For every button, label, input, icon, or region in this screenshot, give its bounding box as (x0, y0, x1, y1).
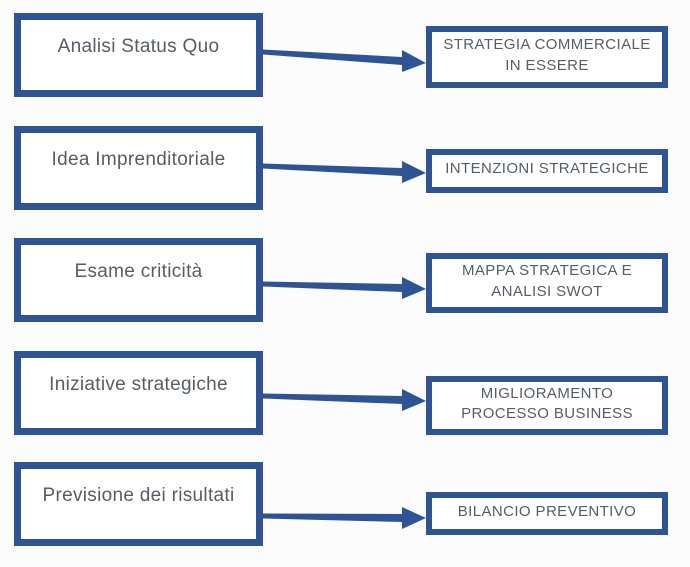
output-box-miglioramento-processo: MIGLIORAMENTO PROCESSO BUSINESS (426, 376, 668, 435)
arrow-row-1 (263, 49, 426, 72)
phase-box-esame-criticita: Esame criticità (14, 238, 263, 322)
phase-label: Previsione dei risultati (42, 485, 235, 506)
output-label-line: PROCESSO BUSINESS (461, 405, 633, 422)
output-label-line: IN ESSERE (505, 56, 589, 74)
output-label-line: STRATEGIA COMMERCIALE (443, 36, 651, 54)
arrow-row-2 (263, 161, 426, 183)
phase-label: Esame criticità (74, 261, 203, 282)
output-box-strategia-commerciale: STRATEGIA COMMERCIALE IN ESSERE (426, 26, 668, 88)
phase-label: Idea Imprenditoriale (51, 149, 226, 170)
phase-label: Analisi Status Quo (57, 36, 220, 57)
output-label-line: MAPPA STRATEGICA E (461, 262, 633, 280)
phase-box-iniziative-strategiche: Iniziative strategiche (14, 351, 263, 435)
phase-label: Iniziative strategiche (49, 374, 228, 395)
output-label-line: INTENZIONI STRATEGICHE (445, 160, 649, 178)
phase-box-analisi-status-quo: Analisi Status Quo (14, 13, 263, 97)
output-box-mappa-strategica-swot: MAPPA STRATEGICA E ANALISI SWOT (426, 253, 668, 313)
arrow-row-5 (263, 507, 426, 529)
output-box-bilancio-preventivo: BILANCIO PREVENTIVO (426, 492, 668, 535)
arrow-row-3 (263, 277, 426, 299)
output-label-line: MIGLIORAMENTO (480, 384, 614, 402)
output-label-line: ANALISI SWOT (491, 282, 603, 300)
phase-box-previsione-risultati: Previsione dei risultati (14, 462, 263, 546)
output-label-line: BILANCIO PREVENTIVO (457, 502, 637, 520)
phase-box-idea-imprenditoriale: Idea Imprenditoriale (14, 126, 263, 210)
output-box-intenzioni-strategiche: INTENZIONI STRATEGICHE (426, 149, 668, 193)
arrow-row-4 (263, 389, 426, 411)
